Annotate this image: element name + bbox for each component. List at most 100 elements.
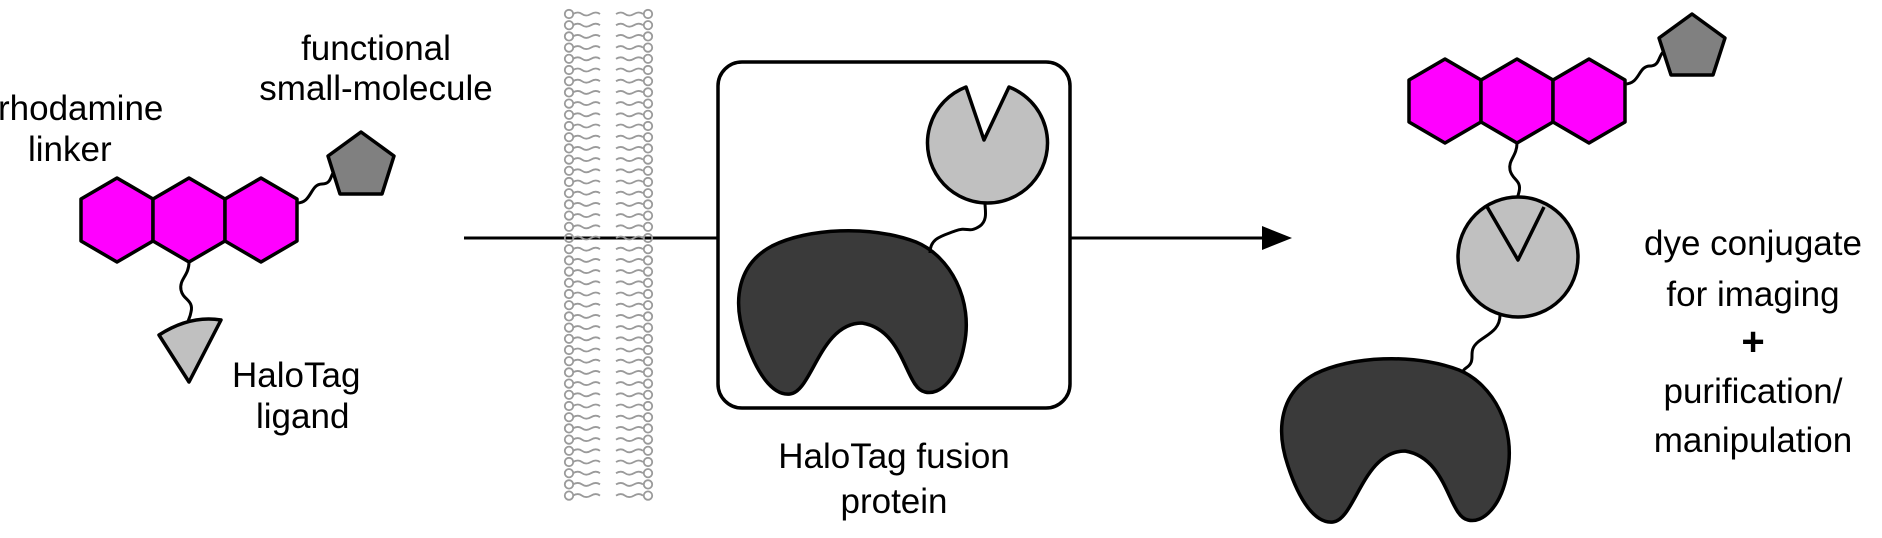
label-small-molecule: small-molecule — [259, 69, 492, 108]
lipid-head — [563, 389, 575, 400]
conjugate-linker-to-small-molecule — [1624, 49, 1666, 86]
lipid-tail — [572, 448, 601, 454]
lipid-head — [563, 42, 575, 53]
lipid-tail — [615, 459, 644, 465]
label-linker: linker — [28, 130, 112, 169]
lipid-tail — [615, 403, 644, 409]
lipid-head — [563, 132, 575, 143]
lipid-head — [642, 288, 654, 300]
conjugate-tether — [1460, 314, 1502, 383]
lipid-tail — [572, 235, 601, 241]
lipid-head — [563, 154, 575, 165]
lipid-head — [642, 356, 654, 367]
lipid-head — [642, 456, 654, 468]
lipid-head — [563, 333, 575, 344]
lipid-head — [563, 109, 575, 120]
lipid-head — [642, 120, 654, 132]
lipid-tail — [572, 493, 601, 498]
lipid-head — [642, 53, 654, 64]
free-ligand-construct — [79, 130, 396, 384]
lipid-head — [563, 87, 575, 98]
lipid-tail — [572, 34, 601, 39]
lipid-head — [642, 344, 654, 356]
lipid-head — [642, 210, 654, 221]
lipid-tail — [615, 347, 644, 353]
conjugate-linker-to-partner — [1508, 142, 1522, 204]
lipid-tail — [572, 78, 601, 84]
conjugate-bound-ligand — [1484, 204, 1546, 262]
lipid-head — [642, 311, 654, 322]
lipid-tail — [615, 426, 644, 431]
lipid-head — [563, 311, 575, 322]
lipid-tail — [572, 11, 601, 17]
lipid-head — [563, 165, 575, 176]
lipid-head — [642, 20, 654, 31]
lipid-head — [563, 244, 575, 255]
conjugate-fusion-partner — [1456, 195, 1580, 319]
lipid-head — [563, 378, 575, 389]
lipid-tail — [572, 459, 601, 465]
lipid-head — [563, 255, 575, 266]
rhodamine-ring-2 — [151, 176, 227, 264]
label-protein: protein — [840, 482, 947, 521]
lipid-tail — [615, 34, 644, 39]
lipid-tail — [615, 67, 644, 73]
lipid-tail — [572, 146, 601, 151]
lipid-head — [563, 210, 575, 221]
lipid-head — [642, 98, 654, 109]
lipid-head — [563, 199, 575, 210]
lipid-tail — [615, 134, 644, 140]
lipid-head — [642, 165, 654, 176]
lipid-head — [563, 221, 575, 232]
lipid-head — [642, 378, 654, 389]
lipid-head — [642, 199, 654, 210]
lipid-tail — [615, 280, 644, 286]
lipid-tail — [615, 179, 644, 185]
lipid-tail — [572, 291, 601, 297]
lipid-tail — [572, 179, 601, 185]
conjugate-rhodamine-ring-2 — [1479, 57, 1555, 145]
lipid-tail — [615, 78, 644, 84]
lipid-tail — [572, 325, 601, 330]
lipid-tail — [615, 202, 644, 207]
lipid-tail — [572, 168, 601, 174]
lipid-head — [642, 277, 654, 288]
label-purification: purification/ — [1664, 372, 1843, 411]
lipid-tail — [572, 101, 601, 106]
lipid-head — [642, 423, 654, 434]
lipid-tail — [572, 112, 601, 118]
lipid-head — [563, 277, 575, 288]
lipid-head — [563, 266, 575, 277]
lipid-tail — [572, 426, 601, 431]
lipid-tail — [572, 414, 601, 420]
lipid-tail — [572, 190, 601, 196]
lipid-tail — [615, 11, 644, 17]
lipid-head — [642, 76, 654, 87]
lipid-tail — [572, 246, 601, 252]
lipid-head — [642, 412, 654, 423]
lipid-head — [642, 266, 654, 277]
lipid-head — [563, 53, 575, 64]
lipid-head — [563, 423, 575, 434]
lipid-tail — [572, 213, 601, 218]
lipid-tail — [615, 56, 644, 62]
label-ligand: ligand — [256, 397, 349, 436]
lipid-head — [642, 221, 654, 232]
lipid-head — [563, 288, 575, 300]
label-dye-conjugate: dye conjugate — [1644, 224, 1862, 263]
lipid-head — [642, 176, 654, 188]
lipid-head — [642, 322, 654, 333]
lipid-head — [642, 42, 654, 53]
label-halotag-fusion: HaloTag fusion — [778, 437, 1010, 476]
cell-membrane — [563, 8, 654, 501]
lipid-tail — [615, 112, 644, 118]
lipid-tail — [572, 22, 601, 28]
lipid-tail — [572, 381, 601, 386]
lipid-head — [563, 120, 575, 132]
lipid-head — [642, 333, 654, 344]
lipid-tail — [615, 213, 644, 218]
lipid-head — [642, 367, 654, 378]
lipid-head — [563, 490, 575, 501]
